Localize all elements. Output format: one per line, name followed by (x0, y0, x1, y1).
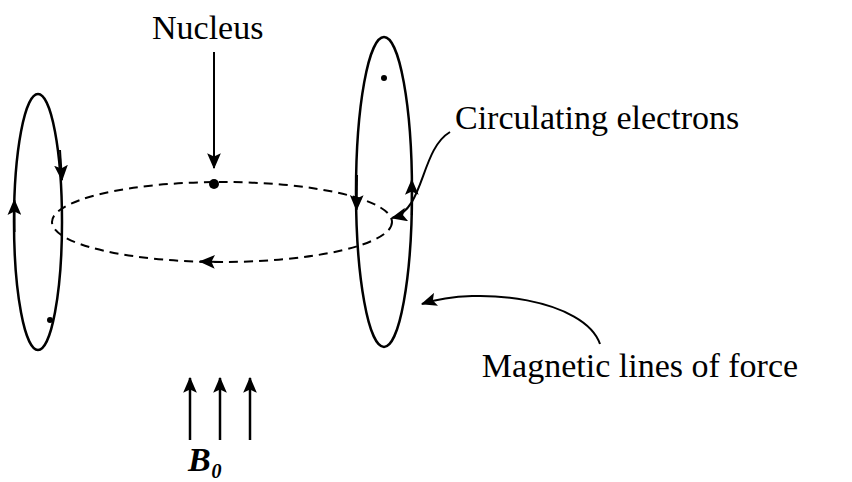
field-direction-arrow (249, 378, 252, 440)
leader-line (422, 296, 600, 344)
field-arrow (411, 180, 413, 215)
field-loop (356, 37, 412, 347)
field-arrow (356, 175, 359, 210)
field-arrow (13, 200, 15, 232)
part-label: Nucleus (152, 8, 263, 48)
field-arrow (60, 150, 62, 180)
part-label: Circulating electrons (455, 98, 739, 138)
leader-line (392, 132, 450, 218)
field-dot (381, 75, 387, 81)
field-dot (47, 317, 53, 323)
orbit-arrow (200, 261, 222, 264)
part-label: Magnetic lines of force (480, 346, 800, 386)
electron-orbit (52, 182, 392, 262)
field-loop (14, 94, 62, 350)
field-symbol: B₀ (188, 440, 223, 480)
nucleus-dot (209, 179, 219, 189)
leader-line (213, 52, 215, 168)
field-direction-arrow (219, 378, 222, 440)
field-direction-arrow (189, 378, 192, 440)
